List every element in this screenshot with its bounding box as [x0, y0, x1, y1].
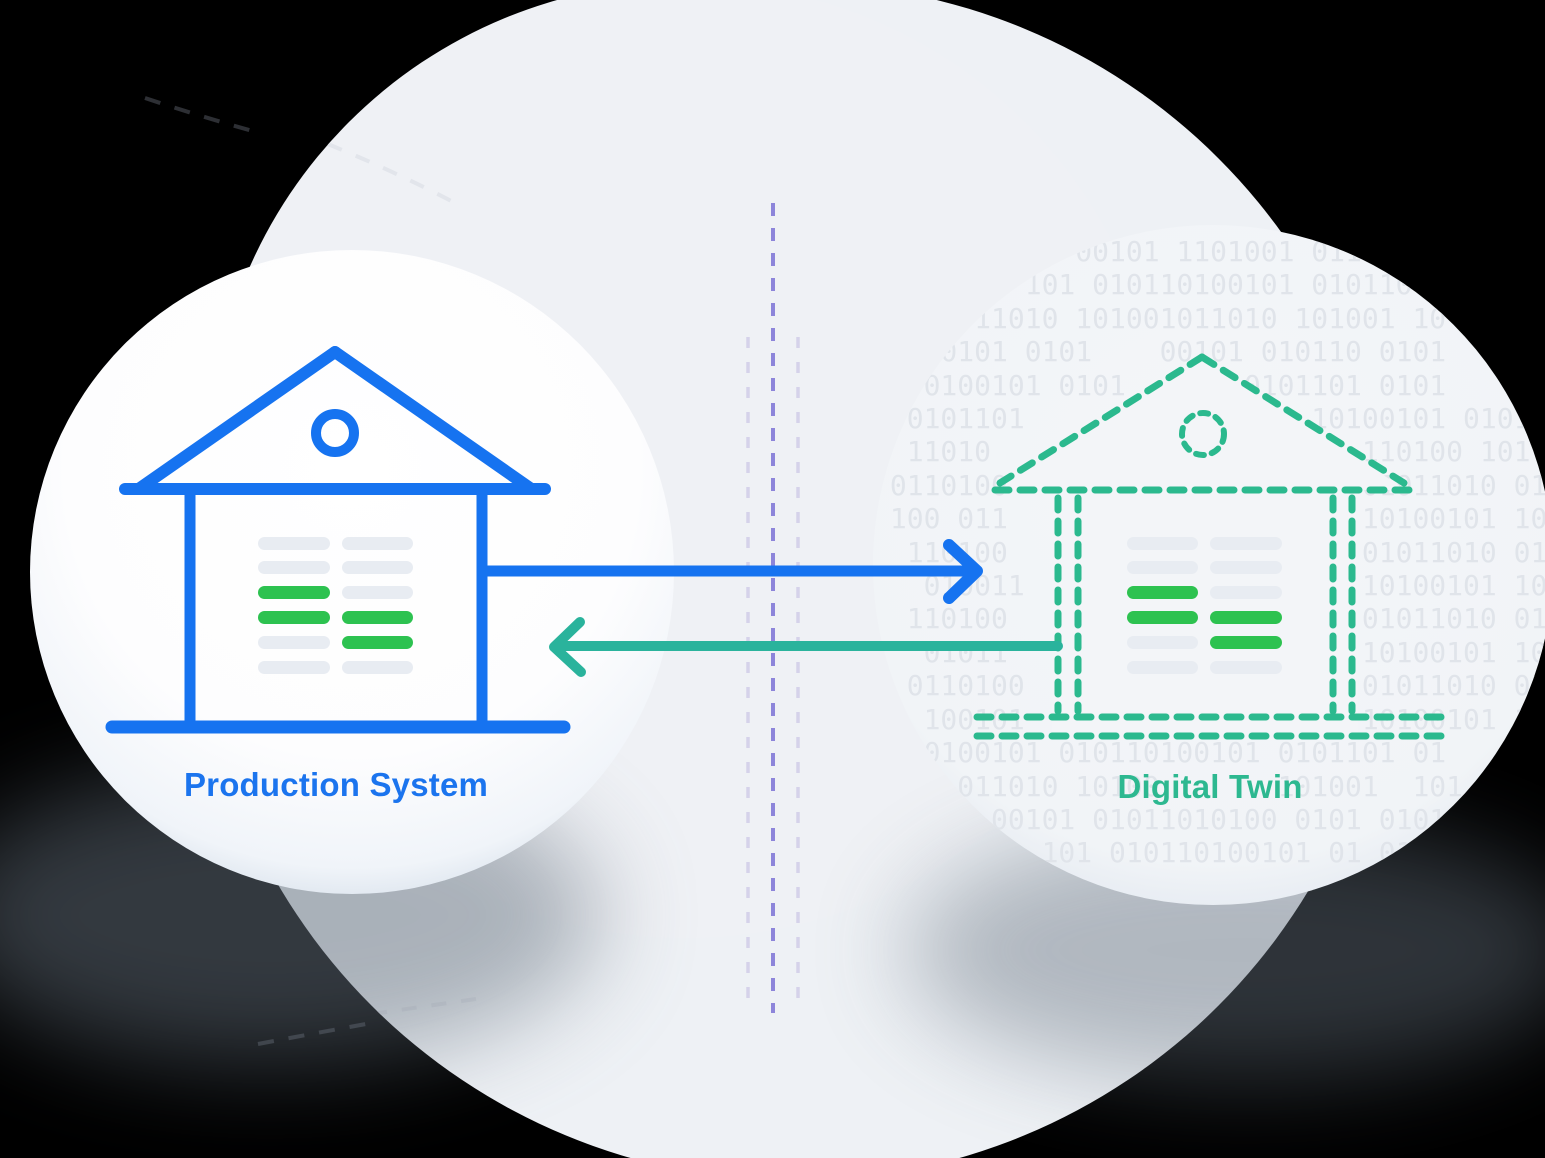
sync-arrow-to-production-icon: [549, 617, 1063, 677]
roof-left-slope: [996, 353, 1206, 487]
data-lines: [1127, 537, 1282, 674]
sync-arrow-to-twin-icon: [476, 539, 983, 604]
production-system-label: Production System: [183, 766, 489, 803]
roof-left-slope: [134, 346, 341, 494]
production-house-icon: [105, 346, 571, 734]
digital-twin-label: Digital Twin: [1117, 768, 1303, 805]
roof-right-slope: [1198, 353, 1408, 487]
roof-window-icon: [1179, 410, 1227, 458]
roof-window-icon: [311, 409, 359, 457]
sync-divider: [746, 203, 800, 1013]
house-backdrop-patch: [998, 356, 1406, 737]
roof-right-slope: [329, 346, 536, 494]
right-circle-glow: [905, 820, 1545, 1080]
data-lines: [258, 537, 413, 674]
digital-twin-dashed-house-icon: [973, 353, 1445, 740]
